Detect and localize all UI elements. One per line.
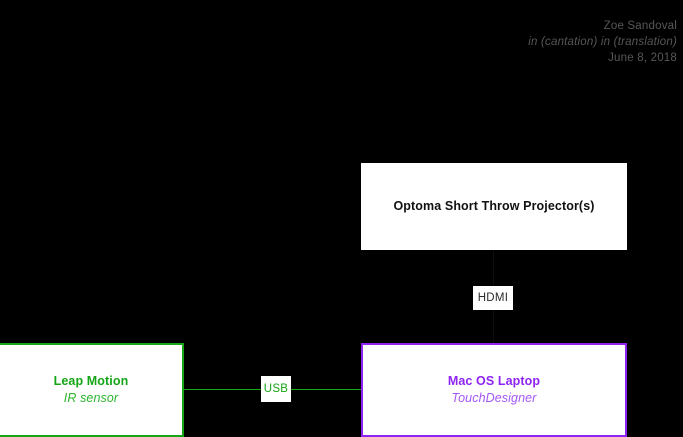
node-leap-motion-subtitle: IR sensor <box>63 391 119 405</box>
credit-date: June 8, 2018 <box>608 52 677 64</box>
edge-hdmi-upper-segment <box>493 250 494 286</box>
edge-hdmi-lower-segment <box>493 310 494 343</box>
credit-block: Zoe Sandoval in (cantation) in (translat… <box>528 18 677 66</box>
node-leap-motion[interactable]: Leap Motion IR sensor <box>0 343 184 437</box>
edge-label-usb: USB <box>261 376 291 402</box>
node-mac-laptop-subtitle: TouchDesigner <box>451 391 537 405</box>
edge-usb-right-segment <box>291 389 361 390</box>
node-leap-motion-title: Leap Motion <box>53 374 129 388</box>
node-optoma-projector[interactable]: Optoma Short Throw Projector(s) <box>361 163 627 250</box>
edge-usb-left-segment <box>184 389 261 390</box>
node-projector-title: Optoma Short Throw Projector(s) <box>393 199 595 213</box>
credit-author: Zoe Sandoval <box>603 20 677 32</box>
node-mac-laptop-title: Mac OS Laptop <box>447 374 541 388</box>
credit-project-title: in (cantation) in (translation) <box>528 36 677 48</box>
edge-label-hdmi: HDMI <box>473 286 513 310</box>
node-mac-os-laptop[interactable]: Mac OS Laptop TouchDesigner <box>361 343 627 437</box>
